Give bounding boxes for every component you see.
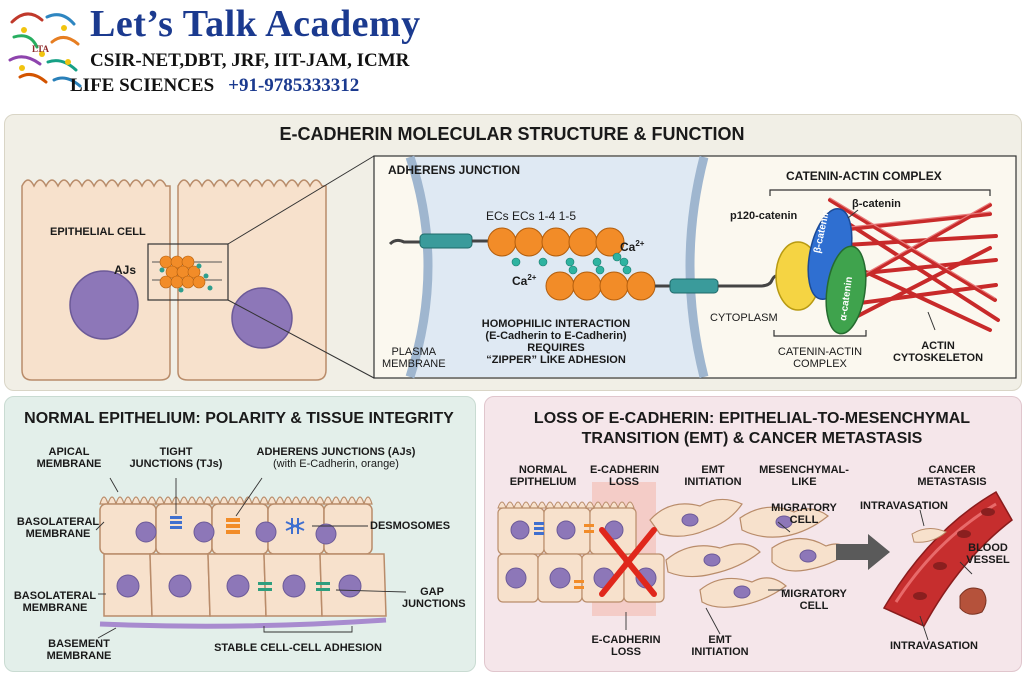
homophilic-interaction-label: HOMOPHILIC INTERACTION(E-Cadherin to E-C… bbox=[481, 318, 631, 366]
emt-tight-junction bbox=[534, 522, 544, 535]
intravasating-cell bbox=[911, 528, 947, 543]
plasma-membrane-right bbox=[685, 155, 709, 379]
extracellular-space bbox=[414, 157, 700, 377]
emt-microvilli bbox=[497, 501, 635, 510]
ajs-mini-cadherins bbox=[152, 255, 222, 293]
stable-adhesion-label: STABLE CELL-CELL ADHESION bbox=[214, 642, 382, 654]
subject-label: LIFE SCIENCES bbox=[70, 75, 215, 96]
calcium-label-top: Ca2+ bbox=[620, 239, 645, 254]
catenin-bracket-top bbox=[769, 189, 991, 196]
progression-arrow-icon bbox=[836, 534, 890, 570]
nuclei bbox=[116, 521, 362, 598]
nucleus-left bbox=[69, 270, 139, 340]
emt-title-line1: LOSS OF E-CADHERIN: EPITHELIAL-TO-MESENC… bbox=[533, 410, 971, 427]
cytoplasmic-tail-left bbox=[388, 238, 420, 246]
p120-catenin-label: p120-catenin bbox=[730, 210, 798, 222]
exam-list: CSIR-NET,DBT, JRF, IIT-JAM, ICMR bbox=[90, 50, 410, 71]
intravasation-label-bottom: INTRAVASATION bbox=[890, 640, 978, 652]
basal-cell-row bbox=[103, 553, 387, 617]
structure-panel-title: E-CADHERIN MOLECULAR STRUCTURE & FUNCTIO… bbox=[279, 124, 745, 144]
mesenchymal-like-stage-label: MESENCHYMAL-LIKE bbox=[759, 464, 849, 488]
epithelial-cell-label: EPITHELIAL CELL bbox=[50, 226, 146, 238]
plasma-membrane-left bbox=[405, 155, 433, 379]
gap-junction-mini-1 bbox=[258, 582, 272, 591]
blood-vessel bbox=[882, 490, 1013, 627]
academy-title: Let’s Talk Academy bbox=[90, 3, 421, 45]
adherens-junction-label: ADHERENS JUNCTION bbox=[388, 163, 521, 177]
cytoplasm-label: CYTOPLASM bbox=[710, 312, 778, 324]
alpha-catenin-shape bbox=[825, 245, 867, 335]
zoom-line-bottom bbox=[227, 299, 375, 379]
beta-catenin-label: β-catenin bbox=[852, 198, 901, 210]
gap-junction-mini-2 bbox=[316, 582, 330, 591]
catenin-bracket-bottom bbox=[773, 330, 867, 337]
ec-domains-bottom bbox=[545, 271, 656, 301]
desmosomes-label: DESMOSOMES bbox=[370, 520, 451, 532]
ajs-zoom-box bbox=[147, 243, 229, 301]
catenin-actin-complex-top-label: CATENIN-ACTIN COMPLEX bbox=[786, 169, 942, 183]
mesenchymal-nuclei bbox=[681, 513, 817, 599]
phone-number: +91-9785333312 bbox=[228, 75, 360, 96]
ajs-label: AJs bbox=[114, 263, 137, 277]
normal-epithelium-title: NORMAL EPITHELIUM: POLARITY & TISSUE INT… bbox=[24, 410, 454, 427]
ecadherin-loss-cross-icon bbox=[599, 527, 657, 597]
desmosome-mini bbox=[285, 518, 305, 534]
red-blood-cells bbox=[913, 508, 995, 600]
ec-domains-top bbox=[487, 227, 625, 257]
academy-logo-icon: LTA bbox=[8, 12, 82, 88]
adherens-junction-mini bbox=[226, 518, 240, 534]
adherens-junctions-label: ADHERENS JUNCTIONS (AJs)(with E-Cadherin… bbox=[256, 446, 416, 470]
calcium-ions bbox=[511, 252, 632, 275]
emt-title-line2: TRANSITION (EMT) & CANCER METASTASIS bbox=[581, 430, 923, 447]
svg-text:LTA: LTA bbox=[32, 44, 50, 54]
basement-membrane-line bbox=[99, 617, 387, 629]
emt-epithelium bbox=[497, 507, 665, 603]
subject-line: LIFE SCIENCES +91-9785333312 bbox=[70, 75, 359, 97]
tight-junction bbox=[170, 516, 182, 529]
zoom-line-top bbox=[227, 155, 375, 245]
ec-domains-label: ECs ECs 1-4 1-5 bbox=[486, 209, 577, 223]
intravasation-label-top: INTRAVASATION bbox=[860, 500, 948, 512]
calcium-label-bottom: Ca2+ bbox=[512, 273, 537, 288]
liver-icon bbox=[959, 587, 987, 615]
emt-adherens bbox=[574, 524, 594, 589]
logo: LTA bbox=[2, 2, 86, 92]
